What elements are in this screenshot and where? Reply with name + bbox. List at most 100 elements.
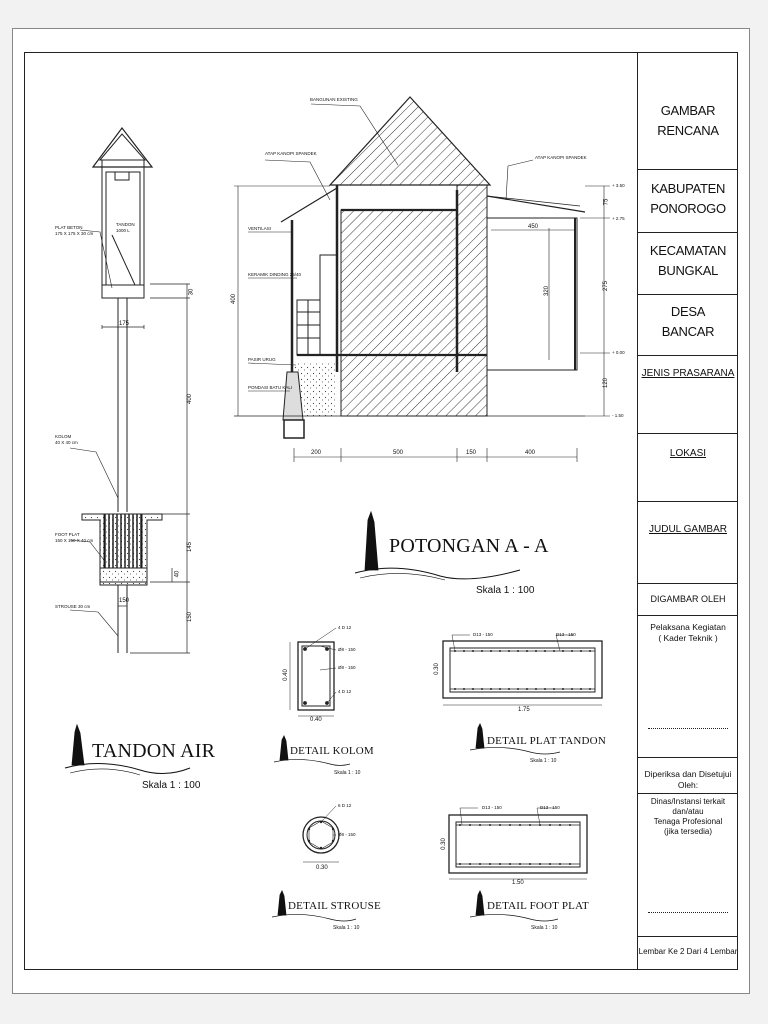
tb-desa: DESA BANCAR	[638, 295, 738, 356]
rebar-foot-2: D13 - 150	[540, 805, 560, 810]
label-bangunan-existing: BANGUNAN EXISTING	[310, 97, 358, 102]
level-3: + 0.00	[612, 350, 625, 355]
rebar-foot-1: D13 - 150	[482, 805, 502, 810]
tb-lokasi: LOKASI	[638, 434, 738, 502]
label-pondasi: PONDASI BATU KALI	[248, 385, 293, 390]
right-room	[486, 217, 578, 371]
left-canopy	[280, 187, 338, 223]
tower-emblem-icon	[475, 723, 485, 749]
door	[319, 254, 338, 356]
tandon-leader	[111, 234, 136, 286]
tower-emblem-icon	[71, 723, 85, 766]
detail-kolom-scale: Skala 1 : 10	[334, 770, 361, 776]
detail-foot-plat-scale: Skala 1 : 10	[531, 925, 558, 931]
detail-kolom-title: DETAIL KOLOM	[290, 745, 374, 757]
foot-width: 1.50	[512, 880, 524, 886]
dim-175: 175	[119, 321, 130, 327]
tb-jenis-prasarana-label: JENIS PRASARANA	[641, 368, 735, 379]
existing-roof	[328, 96, 492, 186]
dim-30: 30	[188, 288, 195, 296]
tb-judul-gambar-label: JUDUL GAMBAR	[649, 524, 727, 535]
dim-150-foot: 150	[119, 598, 130, 604]
drawing-frame	[24, 52, 738, 970]
rebar-kolom-3: Ø8 - 150	[338, 665, 356, 670]
label-pasir-urug: PASIR URUG	[248, 357, 276, 362]
emblem-icons	[64, 510, 561, 922]
tb-dinas-cell: Dinas/Instansi terkait dan/atau Tenaga P…	[638, 794, 738, 937]
label-plat-beton: PLAT BETON 175 X 175 X 30 cm	[55, 225, 94, 236]
detail-plat-tandon-scale: Skala 1 : 10	[530, 758, 557, 764]
rebar-kolom-4: 4 D 12	[338, 689, 352, 694]
dim-40: 40	[174, 570, 181, 578]
rebar-plat-2: D13 - 150	[556, 632, 576, 637]
dim-150: 150	[187, 611, 194, 623]
detail-strouse-drawing	[302, 805, 340, 863]
dim-right-75: 75	[603, 198, 610, 206]
tb-pelaksana: Pelaksana Kegiatan ( Kader Teknik )	[650, 622, 726, 643]
level-4: - 1.50	[612, 413, 624, 418]
tb-digambar-oleh: DIGAMBAR OLEH	[638, 584, 738, 616]
tandon-air-elevation	[69, 127, 190, 654]
tb-kabupaten: KABUPATEN PONOROGO	[638, 170, 738, 233]
tb-jenis-prasarana: JENIS PRASARANA	[638, 356, 738, 434]
dim-400: 400	[187, 393, 194, 405]
plat-tandon-bars	[454, 650, 591, 690]
detail-kolom-drawing	[289, 627, 337, 717]
detail-foot-plat-drawing	[448, 807, 588, 880]
potongan-title: POTONGAN A - A	[389, 535, 549, 557]
plat-beton	[101, 284, 145, 299]
dim-right-120: 120	[603, 377, 610, 389]
signature-line	[648, 912, 728, 913]
dim-left-height: 400	[231, 293, 238, 305]
label-strouse: STROUSE 30 cm	[55, 604, 91, 609]
tb-gambar-rencana: GAMBAR RENCANA	[638, 52, 738, 170]
tower-emblem-icon	[475, 890, 485, 916]
dim-bottom-150: 150	[466, 450, 477, 456]
tandon-lid	[114, 171, 130, 181]
drawing-sheet	[12, 28, 750, 994]
detail-plat-tandon-drawing	[442, 634, 603, 706]
tb-dinas: Dinas/Instansi terkait dan/atau Tenaga P…	[650, 797, 726, 836]
detail-strouse-scale: Skala 1 : 10	[333, 925, 360, 931]
label-tandon: TANDON 1000 L	[116, 222, 135, 233]
dim-bottom-200: 200	[311, 450, 322, 456]
label-foot-plat: FOOT PLAT 150 X 150 X 40 cm	[55, 532, 94, 543]
tandon-roof-inner	[98, 133, 147, 161]
rebar-kolom-2: Ø8 - 150	[338, 647, 356, 652]
dim-145: 145	[187, 541, 194, 553]
label-kolom: KOLOM 40 X 40 cm	[55, 434, 78, 445]
dim-right-275: 275	[603, 280, 610, 292]
right-canopy	[486, 195, 586, 213]
tb-lembar: Lembar Ke 2 Dari 4 Lembar	[638, 947, 738, 956]
label-atap-kanopi-right: ATAP KANOPI SPANDEK	[535, 155, 587, 160]
dim-bottom-500: 500	[393, 450, 404, 456]
level-2: + 2.75	[612, 216, 625, 221]
rebar-strouse-2: Ø8 - 150	[338, 832, 356, 837]
foot-rebar	[103, 513, 143, 569]
tb-kecamatan: KECAMATAN BUNGKAL	[638, 233, 738, 295]
existing-foundation	[340, 354, 488, 417]
tower-emblem-icon	[277, 890, 287, 916]
detail-foot-plat-title: DETAIL FOOT PLAT	[487, 900, 589, 912]
dim-room-height: 320	[544, 285, 551, 297]
tb-pelaksana-cell: Pelaksana Kegiatan ( Kader Teknik )	[638, 616, 738, 758]
kolom-height: 0.40	[282, 669, 289, 681]
level-1: + 3.50	[612, 183, 625, 188]
dim-bottom-400: 400	[525, 450, 536, 456]
tandon-roof	[91, 127, 154, 168]
label-ventilasi: VENTILASI	[248, 226, 272, 231]
kolom-width: 0.40	[310, 717, 322, 723]
foot-plat-bars	[459, 824, 571, 865]
tandon-air-title: TANDON AIR	[92, 740, 216, 762]
tb-diperiksa: Diperiksa dan Disetujui Oleh:	[638, 758, 738, 794]
existing-wall	[340, 209, 458, 356]
signature-line	[648, 728, 728, 729]
label-keramik: KERAMIK DINDING 25/40	[248, 272, 302, 277]
potongan-section	[234, 96, 610, 462]
foot-height: 0.30	[440, 838, 447, 850]
tandon-air-scale: Skala 1 : 100	[142, 780, 201, 791]
plat-width: 1.75	[518, 707, 530, 713]
foot-plat	[99, 567, 148, 583]
strouse-diameter: 0.30	[316, 865, 328, 871]
